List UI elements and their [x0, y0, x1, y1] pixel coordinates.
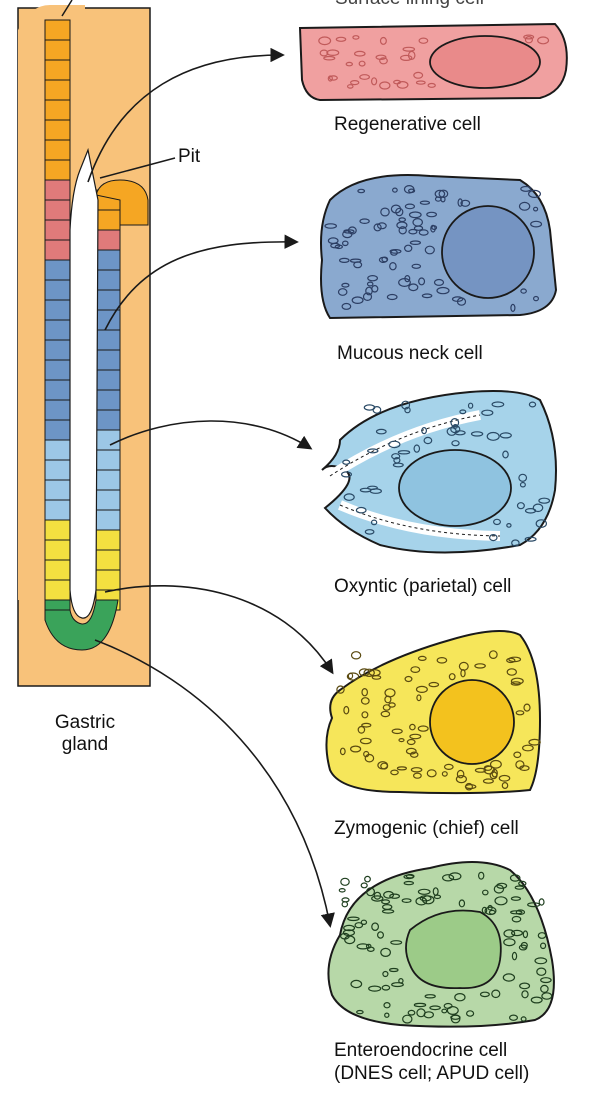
gland-cell-right [96, 410, 120, 430]
gland-cell-right [96, 290, 120, 310]
mucous-neck-nucleus [442, 206, 534, 298]
endocrine-granule [361, 883, 367, 888]
surface-lining-cell-label: Surface lining cell [335, 0, 484, 10]
gland-cell-left [45, 240, 70, 260]
gastric-gland-label: Gastric gland [30, 712, 140, 756]
gastric-gland-label-line2: gland [30, 734, 140, 756]
gland-cell-left [45, 220, 70, 240]
gland-cell-right [96, 570, 120, 590]
gland-cell-left [45, 560, 70, 580]
gland-cell-left [45, 160, 70, 180]
gland-cell-left [45, 420, 70, 440]
endocrine-granule [342, 902, 347, 907]
gland-cell-left [45, 580, 70, 600]
mucous-neck-cell-label: Mucous neck cell [337, 343, 483, 365]
gland-cell-left [45, 460, 70, 480]
oxyntic-cell-drawing [322, 391, 556, 553]
zymogenic-cell-drawing [326, 631, 540, 793]
oxyntic-cell-label: Oxyntic (parietal) cell [334, 576, 511, 598]
gland-cell-right [96, 490, 120, 510]
gland-cell-left [45, 280, 70, 300]
gland-cell-left [45, 540, 70, 560]
enteroendocrine-cell-label: Enteroendocrine cell [334, 1040, 507, 1062]
gland-cell-right [96, 250, 120, 270]
gland-cell-left [45, 500, 70, 520]
gland-cell-left [45, 180, 70, 200]
gland-cell-right [96, 550, 120, 570]
gland-cell-left [45, 400, 70, 420]
gland-cell-right [96, 390, 120, 410]
oxyntic-mitochondrion [364, 405, 374, 410]
enteroendocrine-nucleus [406, 910, 501, 988]
gland-cell-right [96, 230, 120, 250]
gland-cell-left [45, 320, 70, 340]
zymogen-granule [348, 673, 352, 678]
enteroendocrine-cell-label-line2: (DNES cell; APUD cell) [334, 1063, 529, 1085]
gland-cell-right [96, 430, 120, 450]
gland-lumen [70, 150, 98, 618]
gland-cell-left [45, 340, 70, 360]
gland-cell-right [96, 470, 120, 490]
gland-cell-left [45, 440, 70, 460]
endocrine-granule [341, 878, 349, 885]
gland-cell-left [45, 260, 70, 280]
endocrine-granule [365, 876, 371, 881]
gland-cell-left [45, 40, 70, 60]
gland-cell-right [96, 310, 120, 330]
zymogenic-nucleus [430, 680, 514, 764]
regenerative-cell-label: Regenerative cell [334, 114, 481, 136]
gland-cell-right [96, 210, 120, 230]
gastric-gland-label-line1: Gastric [30, 712, 140, 734]
gland-cell-right [96, 270, 120, 290]
gland-cell-left [45, 520, 70, 540]
zymogen-granule [352, 652, 361, 659]
regenerative-nucleus [430, 36, 540, 88]
gland-cell-right [96, 510, 120, 530]
gland-cell-left [45, 120, 70, 140]
zymogenic-cell-label: Zymogenic (chief) cell [334, 818, 519, 840]
gland-cell-left [45, 380, 70, 400]
gland-cell-left [45, 200, 70, 220]
pit-label: Pit [178, 146, 200, 168]
gland-cell-left [45, 480, 70, 500]
gland-cell-right [96, 450, 120, 470]
gland-cell-left [45, 360, 70, 380]
gland-cell-left [45, 20, 70, 40]
gland-cell-left [45, 300, 70, 320]
gland-cell-left [45, 80, 70, 100]
gland-cell-left [45, 100, 70, 120]
gland-cell-right [96, 370, 120, 390]
gland-cell-left [45, 60, 70, 80]
gland-cell-left [45, 140, 70, 160]
oxyntic-nucleus [399, 450, 511, 526]
gland-cell-right [96, 530, 120, 550]
gland-cell-right [96, 350, 120, 370]
gland-cell-right [96, 330, 120, 350]
endocrine-granule [339, 889, 345, 892]
